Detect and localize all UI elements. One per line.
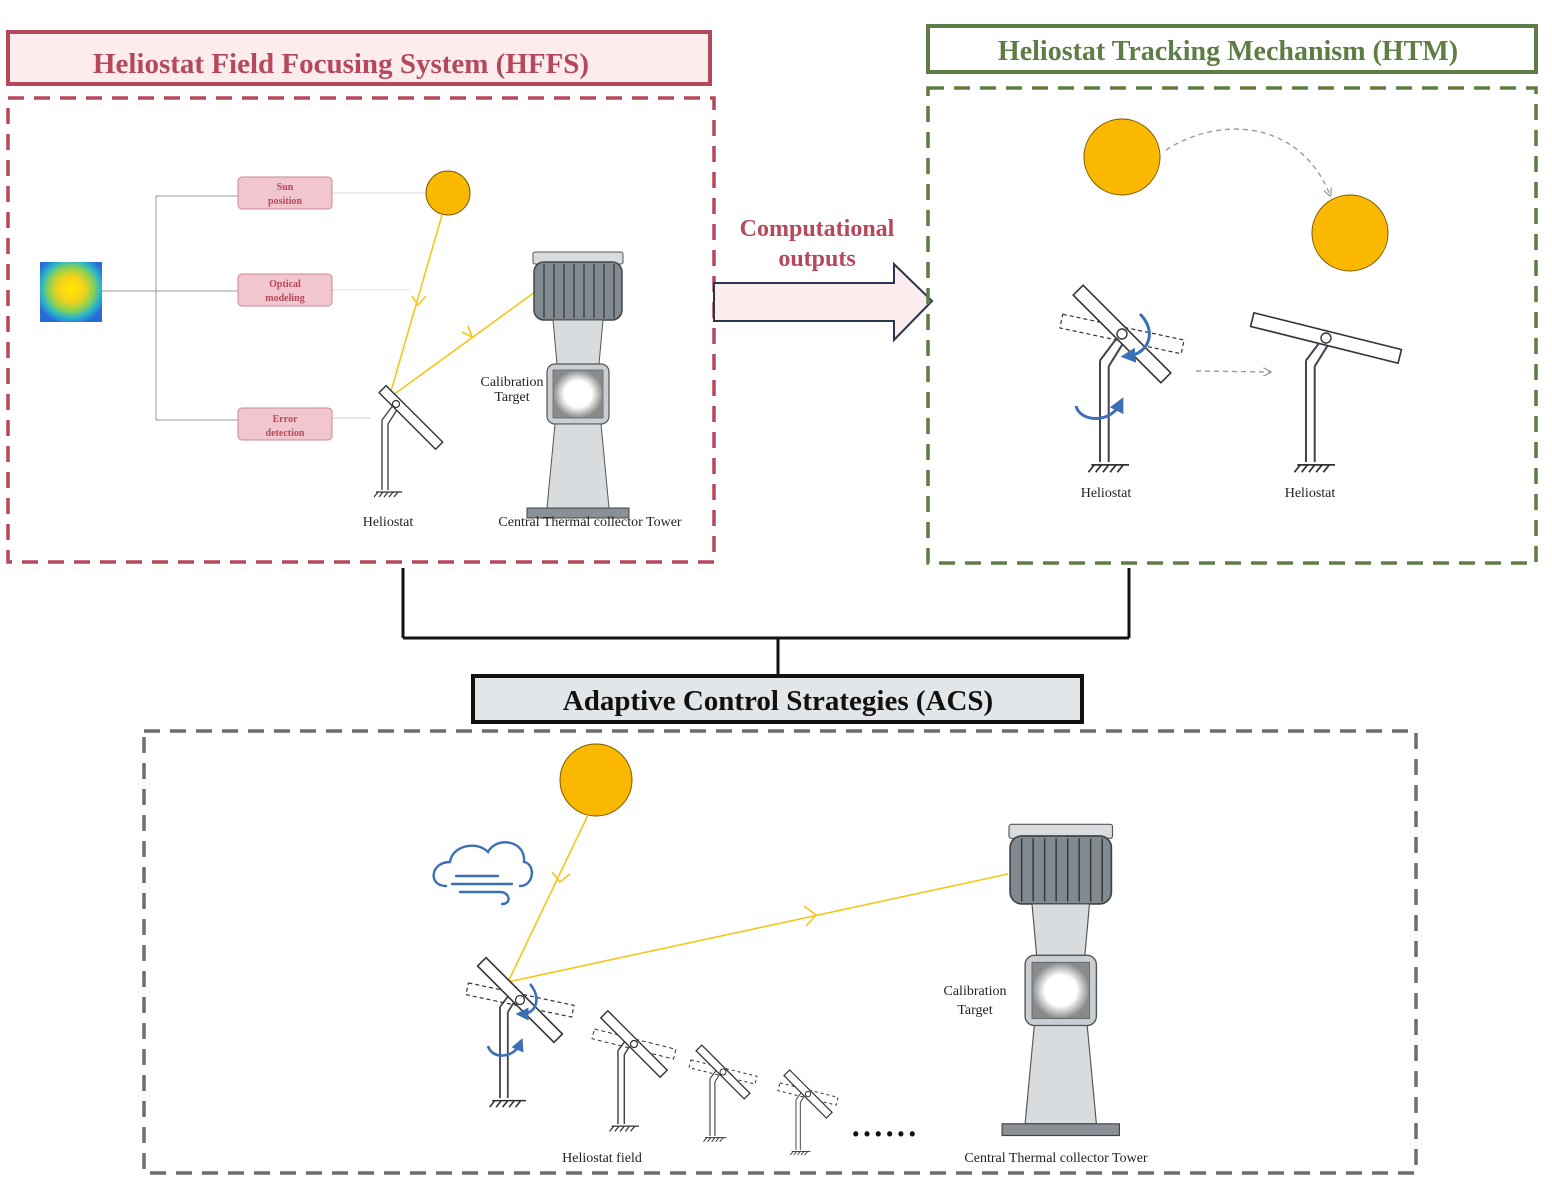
heliostat-icon: [373, 384, 444, 498]
hffs-calibration-label: Calibration: [481, 375, 544, 390]
acs-dashed-frame: [142, 729, 1418, 1175]
hffs-tower-label: Central Thermal collector Tower: [498, 515, 681, 530]
acs-sun-icon: [559, 743, 633, 817]
hffs-heliostat-label: Heliostat: [363, 515, 414, 530]
right-arrow-icon: [713, 261, 934, 343]
acs-field-label: Heliostat field: [562, 1151, 642, 1166]
merge-bracket: [401, 568, 1131, 676]
htm-panel: Heliostat Tracking Mechanism (HTM) Helio…: [926, 24, 1538, 565]
acs-heliostat-2-icon: [591, 1009, 677, 1133]
acs-ellipsis: • • • • • •: [853, 1124, 916, 1144]
wind-cloud-icon: [432, 841, 533, 906]
acs-heliostat-3-icon: [688, 1044, 758, 1143]
acs-tower-label: Central Thermal collector Tower: [964, 1151, 1147, 1166]
hffs-title: Heliostat Field Focusing System (HFFS): [93, 48, 589, 80]
acs-heliostat-4-icon: [777, 1069, 839, 1156]
svg-text:detection: detection: [266, 428, 305, 439]
step-sun-position: Sun position: [237, 176, 333, 210]
htm-dashed-frame: [926, 86, 1538, 565]
svg-text:Optical: Optical: [269, 279, 301, 290]
acs-panel: Adaptive Control Strategies (ACS): [142, 674, 1418, 1175]
step-optical-modeling: Optical modeling: [237, 273, 333, 307]
acs-tower-icon: [1001, 823, 1121, 1137]
acs-calibration-label-2: Target: [957, 1003, 992, 1018]
htm-heliostat-right-label: Heliostat: [1285, 486, 1336, 501]
connector-label-2: outputs: [778, 246, 855, 272]
hffs-title-box: [6, 30, 712, 86]
sun-end-icon: [1311, 194, 1389, 272]
svg-text:Sun: Sun: [277, 182, 294, 193]
svg-text:modeling: modeling: [265, 293, 304, 304]
htm-heliostat-left-icon: [1059, 284, 1185, 474]
acs-title: Adaptive Control Strategies (ACS): [563, 685, 993, 717]
acs-calibration-label: Calibration: [944, 984, 1007, 999]
hffs-panel: Heliostat Field Focusing System (HFFS) S…: [6, 30, 716, 564]
hffs-calibration-label-2: Target: [494, 390, 529, 405]
svg-text:Error: Error: [273, 414, 298, 425]
acs-heliostat-main-icon: [465, 956, 575, 1109]
htm-title-box: [926, 24, 1538, 74]
htm-transition-arrow: [1195, 371, 1270, 372]
sun-icon: [425, 170, 471, 216]
acs-ray-icon: [507, 814, 1009, 983]
acs-title-box: [471, 674, 1084, 724]
computational-outputs-connector: Computational outputs: [713, 216, 934, 343]
htm-title: Heliostat Tracking Mechanism (HTM): [998, 36, 1458, 67]
heatmap-image: [40, 262, 102, 322]
step-error-detection: Error detection: [237, 407, 333, 441]
svg-text:position: position: [268, 196, 302, 207]
hffs-dashed-frame: [6, 96, 716, 564]
htm-heliostat-left-label: Heliostat: [1081, 486, 1132, 501]
sun-path-icon: [1165, 128, 1330, 195]
htm-heliostat-right-icon: [1249, 311, 1403, 474]
connector-label-1: Computational: [740, 216, 895, 242]
sun-start-icon: [1083, 118, 1161, 196]
sun-ray-icon: [388, 214, 536, 399]
